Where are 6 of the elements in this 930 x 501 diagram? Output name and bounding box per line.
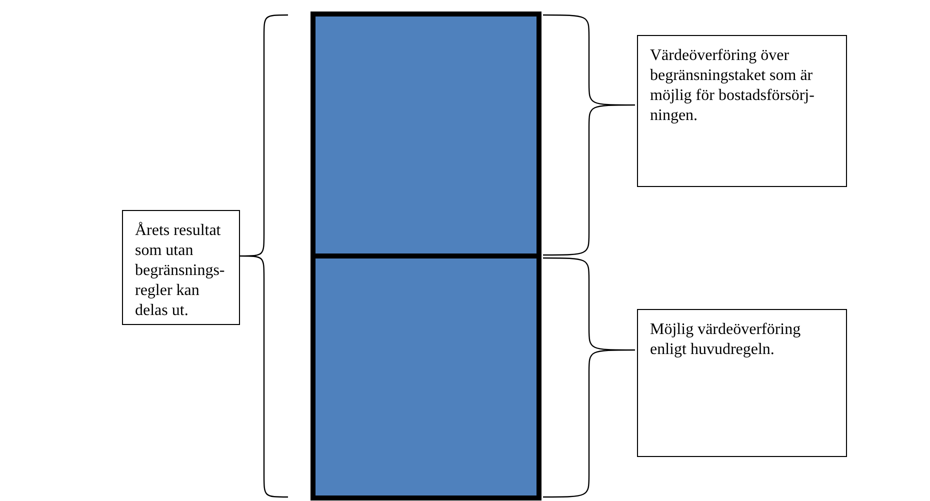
description-text: Möjlig värdeöverföring enligt huvudregeln.: [650, 320, 802, 360]
description-text: Årets resultat som utan begränsnings-regler kan delas ut.: [135, 221, 226, 321]
description-text: Värdeöverföring över begränsningstaket som är möjlig för bostadsförsörj-ningen.: [650, 46, 816, 126]
text-box: [122, 210, 240, 325]
text-box: [637, 309, 847, 457]
text-box: [637, 35, 847, 187]
